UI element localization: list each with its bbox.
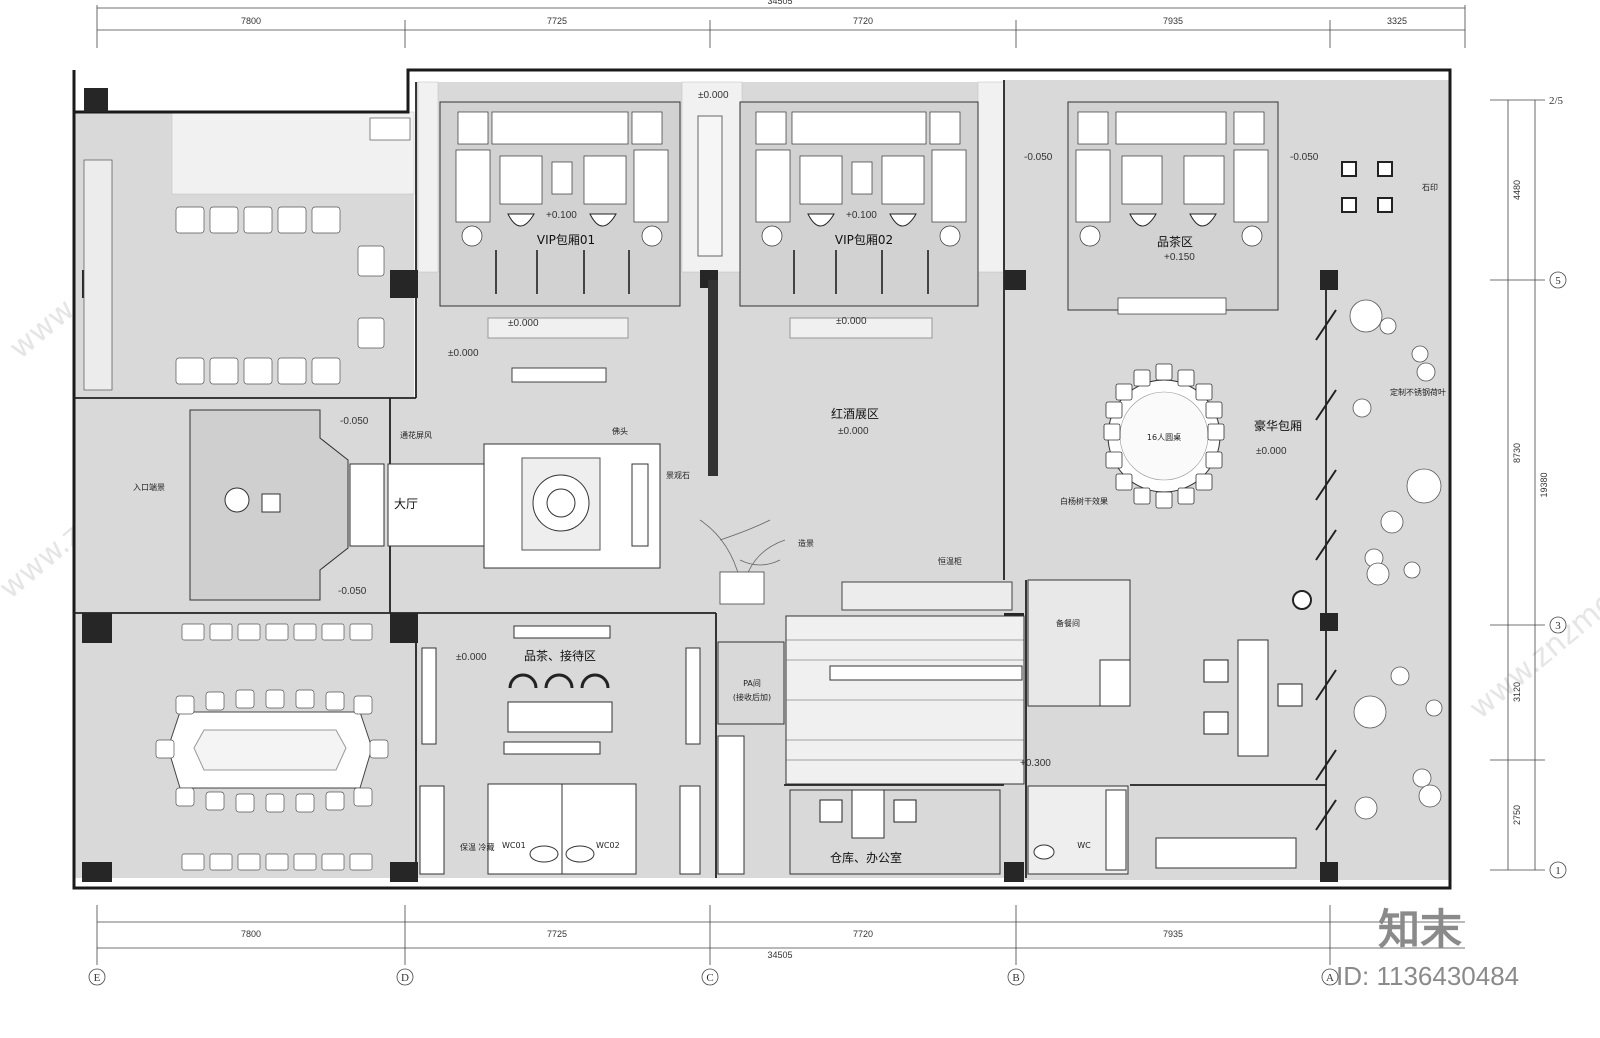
left-room-seating bbox=[83, 117, 411, 391]
level-zero-vip1-front: ±0.000 bbox=[508, 318, 539, 329]
level-zero-top: ±0.000 bbox=[698, 90, 729, 101]
axis-row-1: 1 bbox=[1555, 865, 1561, 877]
label-buddha: 佛头 bbox=[612, 426, 628, 436]
level-m050-top: -0.050 bbox=[1024, 152, 1053, 163]
conference-room bbox=[155, 623, 389, 871]
dim-top-3: 7720 bbox=[853, 16, 873, 26]
level-tea-top: +0.150 bbox=[1164, 252, 1195, 263]
axis-bubbles-bottom bbox=[88, 968, 1339, 986]
outer-walls bbox=[72, 68, 1452, 890]
level-p300: +0.300 bbox=[1020, 758, 1051, 769]
label-screen: 通花屏风 bbox=[400, 430, 432, 440]
tree-feature bbox=[699, 519, 786, 605]
level-m050-top-right: -0.050 bbox=[1290, 152, 1319, 163]
level-zero-vip2-front: ±0.000 bbox=[836, 316, 867, 327]
vip-room-01 bbox=[439, 101, 723, 383]
label-landscape-stone: 景观石 bbox=[666, 471, 690, 480]
axis-col-d: D bbox=[401, 972, 409, 984]
label-steel-lotus: 定制不锈钢荷叶 bbox=[1390, 387, 1446, 397]
label-vip1: VIP包厢01 bbox=[537, 233, 595, 247]
right-dimension-chain bbox=[1490, 99, 1545, 871]
tea-reception bbox=[419, 625, 701, 875]
dim-top-2: 7725 bbox=[547, 16, 567, 26]
dim-top-overall: 34505 bbox=[767, 0, 792, 6]
dim-right-4: 2750 bbox=[1512, 805, 1522, 825]
level-zero-tea-reception: ±0.000 bbox=[456, 652, 487, 663]
dim-right-total: 19380 bbox=[1539, 472, 1549, 497]
watermark-brand: 知末 bbox=[1378, 905, 1462, 954]
label-stone-print: 石印 bbox=[1422, 183, 1438, 192]
dim-right-3: 3120 bbox=[1512, 682, 1522, 702]
label-warehouse: 仓库、办公室 bbox=[830, 850, 902, 865]
bottom-dimension-chain bbox=[96, 905, 1465, 965]
axis-col-b: B bbox=[1012, 972, 1019, 984]
label-pa-note: (接收后加) bbox=[733, 692, 771, 702]
dim-bottom-2: 7725 bbox=[547, 929, 567, 939]
dim-bottom-1: 7800 bbox=[241, 929, 261, 939]
label-cabinet: 恒温柜 bbox=[938, 556, 962, 566]
dim-top-5: 3325 bbox=[1387, 16, 1407, 26]
label-wc: WC bbox=[1077, 841, 1091, 850]
dim-bottom-3: 7720 bbox=[853, 929, 873, 939]
dim-top-4: 7935 bbox=[1163, 16, 1183, 26]
axis-row-3: 3 bbox=[1555, 620, 1561, 632]
label-wc1: WC01 bbox=[502, 841, 526, 850]
level-m050-lobby-top: -0.050 bbox=[340, 416, 369, 427]
axis-col-a: A bbox=[1326, 972, 1334, 984]
warehouse-office bbox=[789, 785, 1297, 875]
axis-bubbles-right bbox=[1549, 271, 1567, 879]
label-tea-top: 品茶区 bbox=[1157, 234, 1193, 249]
label-birch: 白杨树干效果 bbox=[1060, 496, 1108, 506]
wine-cabinet bbox=[841, 581, 1013, 611]
watermark-site: www.znzmo.com bbox=[1463, 538, 1600, 727]
top-dimension-chain bbox=[96, 5, 1466, 48]
level-zero-luxury: ±0.000 bbox=[1256, 446, 1287, 457]
label-feature: 造景 bbox=[798, 538, 814, 548]
pantry-and-stairs bbox=[717, 579, 1131, 875]
vip-room-02 bbox=[708, 101, 979, 476]
level-zero-wine: ±0.000 bbox=[838, 426, 869, 437]
level-vip1: +0.100 bbox=[546, 210, 577, 221]
lobby-furniture bbox=[189, 409, 661, 601]
label-vip2: VIP包厢02 bbox=[835, 233, 893, 247]
axis-col-e: E bbox=[94, 972, 101, 984]
level-m050-lobby-bottom: -0.050 bbox=[338, 586, 367, 597]
level-zero-left: ±0.000 bbox=[448, 348, 479, 359]
label-pantry: 备餐间 bbox=[1056, 618, 1080, 628]
luxury-dining bbox=[1103, 309, 1337, 831]
lotus-garden bbox=[1349, 299, 1443, 820]
inner-walls bbox=[74, 80, 1327, 878]
watermark-id: ID: 1136430484 bbox=[1336, 961, 1519, 991]
label-wine: 红酒展区 bbox=[831, 406, 879, 421]
dim-right-1: 4480 bbox=[1512, 180, 1522, 200]
dim-bottom-4: 7935 bbox=[1163, 929, 1183, 939]
tea-area-top bbox=[1067, 101, 1393, 315]
label-lobby: 大厅 bbox=[394, 497, 418, 511]
dim-top-1: 7800 bbox=[241, 16, 261, 26]
axis-tag: 2/5 bbox=[1549, 95, 1564, 107]
label-pa-room: PA间 bbox=[743, 679, 761, 688]
label-table16: 16人圆桌 bbox=[1147, 432, 1181, 442]
axis-col-c: C bbox=[706, 972, 713, 984]
label-wc2: WC02 bbox=[596, 841, 620, 850]
label-entrance: 入口端景 bbox=[133, 482, 165, 492]
label-cold-storage: 保温 冷藏 bbox=[460, 842, 495, 852]
label-luxury: 豪华包厢 bbox=[1254, 418, 1302, 433]
label-tea-reception: 品茶、接待区 bbox=[524, 648, 596, 663]
level-vip2: +0.100 bbox=[846, 210, 877, 221]
axis-row-5: 5 bbox=[1555, 275, 1561, 287]
dim-bottom-total: 34505 bbox=[767, 950, 792, 960]
dim-right-2: 8730 bbox=[1512, 443, 1522, 463]
